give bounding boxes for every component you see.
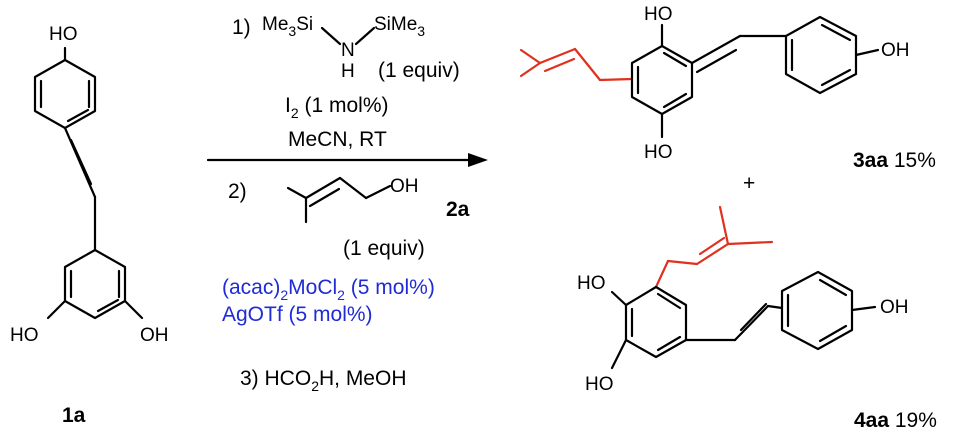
nitrogen-label: N (341, 40, 355, 61)
compound-id-1a: 1a (62, 404, 86, 427)
oh-label: HO (10, 325, 39, 346)
silyl-group-right: SiMe3 (374, 14, 425, 39)
compound-1a-structure (33, 46, 144, 320)
oh-label: HO (644, 4, 673, 25)
compound-3aa-structure (519, 15, 880, 139)
reaction-arrow (206, 153, 488, 167)
oh-label: HO (644, 142, 673, 163)
oh-label: OH (881, 40, 910, 61)
iodine-catalyst: I2 (1 mol%) (285, 94, 389, 121)
step-1-label: 1) (232, 16, 251, 39)
hmds-structure (320, 26, 376, 46)
oh-label: OH (390, 176, 419, 197)
reagent-1-equiv: (1 equiv) (378, 59, 460, 82)
step-2-label: 2) (228, 180, 247, 203)
oh-label: OH (880, 297, 909, 318)
product-4aa-label: 4aa 19% (854, 409, 937, 432)
hydrogen-label: H (341, 61, 355, 82)
silver-catalyst: AgOTf (5 mol%) (222, 303, 373, 326)
compound-4aa-structure (610, 205, 877, 370)
oh-label: HO (49, 24, 78, 45)
silyl-group-left: Me3Si (262, 14, 313, 39)
solvent-conditions: MeCN, RT (288, 128, 387, 151)
prenol-structure (286, 176, 392, 224)
compound-id-2a: 2a (446, 198, 470, 221)
oh-label: OH (140, 325, 169, 346)
step-3-workup: 3) HCO2H, MeOH (240, 367, 407, 394)
molybdenum-catalyst: (acac)2MoCl2 (5 mol%) (222, 276, 435, 303)
reagent-2-equiv: (1 equiv) (343, 237, 425, 260)
oh-label: HO (585, 374, 614, 395)
oh-label: HO (577, 273, 606, 294)
product-3aa-label: 3aa 15% (853, 149, 936, 172)
plus-sign: + (743, 172, 755, 195)
